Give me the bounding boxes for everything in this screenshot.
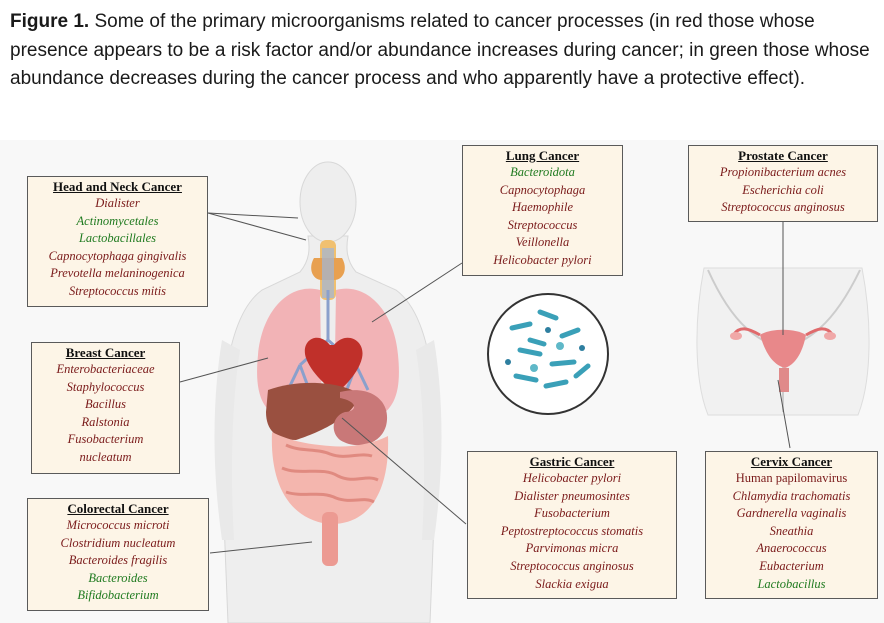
anatomy-illustration [179,161,870,623]
microorganism-item: Enterobacteriaceae [56,362,155,376]
microorganism-item: Escherichia coli [742,182,824,197]
liver-icon [266,382,360,440]
microorganism-item: Lactobacillus [757,576,826,591]
microorganism-item: Gardnerella vaginalis [736,506,847,521]
microorganism-item: Lactobacillales [78,231,157,246]
microorganism-item: Veillonella [515,235,570,250]
microorganism-item: Dialister pneumosintes [514,488,630,503]
microorganism-item: Slackia exigua [535,576,609,591]
thyroid-icon [311,240,345,300]
connector-breast [179,357,269,383]
connector-lung [371,262,463,323]
microorganism-item: Capnocytophaga gingivalis [48,248,187,263]
microorganism-item: Streptococcus anginosus [510,558,634,573]
microorganism-item: Eubacterium [759,558,824,573]
head-neck-title: Head and Neck Cancer [53,179,182,194]
microorganism-item: Clostridium nucleatum [60,535,176,550]
prostate-title: Prostate Cancer [738,148,828,163]
connector-lines [179,212,791,554]
breast-title: Breast Cancer [65,345,146,360]
figure-caption: Figure 1. Some of the primary microorgan… [10,8,876,94]
microorganism-item: Capnocytophaga [499,182,586,197]
connector-cervix [777,379,791,449]
microorganism-item: Actinomycetales [76,213,159,228]
figure-label: Figure 1. [10,11,90,32]
connector-head-neck-lower [207,212,307,241]
microorganism-item: Bacteroidota [510,165,575,179]
heart-icon [304,337,363,394]
microorganism-item: Helicobacter pylori [493,252,592,267]
microorganism-item: Bacteroides fragilis [68,553,168,568]
microorganism-item: Dialister [95,196,140,210]
intestines-icon [271,432,389,566]
microorganism-item: Haemophile [511,200,574,215]
microorganism-item: Micrococcus microti [66,518,170,532]
bacteria-circle-icon [487,293,609,415]
microorganism-item: Ralstonia [81,414,130,429]
microorganism-item: Bacillus [85,397,126,412]
microorganism-item: Bifidobacterium [77,588,159,603]
figure-caption-text: Some of the primary microorganisms relat… [10,11,870,89]
microorganism-item: Fusobacterium [67,432,144,447]
microorganism-item: Sneathia [769,523,814,538]
microorganism-item: Human papilomavirus [735,471,848,485]
colorectal-title: Colorectal Cancer [67,501,169,516]
microorganism-item: Fusobacterium [534,506,610,521]
connector-gastric [341,417,467,525]
microorganism-item: Streptococcus [507,217,578,232]
connector-colorectal [209,541,313,554]
microorganism-item: Helicobacter pylori [522,471,622,485]
uterus-icon [730,327,836,392]
cervix-title: Cervix Cancer [750,454,833,469]
microorganism-item: Chlamydia trachomatis [732,488,851,503]
microorganism-item: Staphylococcus [66,379,145,394]
microorganism-item: Streptococcus mitis [68,283,167,298]
microorganism-item: Anaerococcus [756,541,827,556]
microorganism-item: Bacteroides [88,570,148,585]
stomach-icon [333,390,388,446]
microorganism-item: Propionibacterium acnes [719,165,847,179]
connector-head-neck-upper [207,212,299,219]
gastric-title: Gastric Cancer [529,454,615,469]
microorganism-item: Streptococcus anginosus [721,200,845,215]
microorganism-item: Prevotella melaninogenica [50,266,185,281]
lung-title: Lung Cancer [505,148,580,163]
microorganism-item: nucleatum [79,449,132,464]
microorganism-item: Peptostreptococcus stomatis [500,523,644,538]
microorganism-item: Parvimonas micra [525,541,619,556]
